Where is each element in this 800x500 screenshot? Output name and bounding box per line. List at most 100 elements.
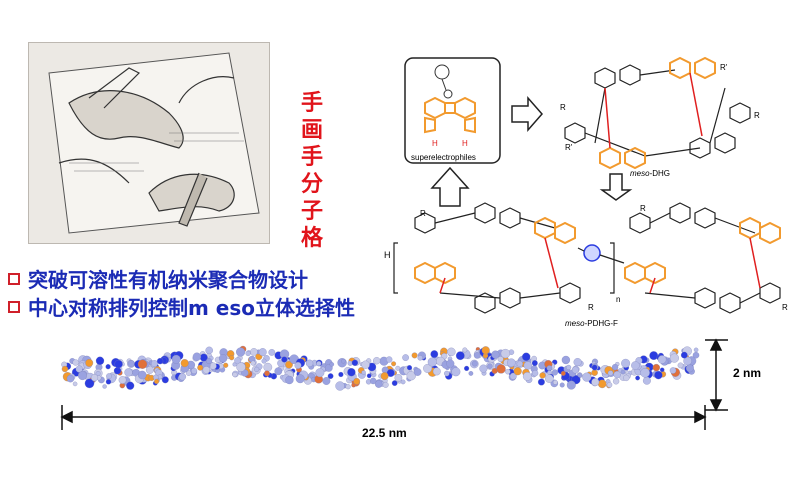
atom-sphere [394,374,403,382]
atom-sphere [497,356,504,363]
atom-sphere [451,367,461,377]
atom-sphere [305,359,314,367]
atom-sphere [561,355,571,365]
atom-sphere [105,364,111,370]
reaction-arrow-right [511,96,543,132]
atom-sphere [171,354,181,364]
atom-sphere [607,370,614,376]
atom-sphere [105,379,112,385]
atom-sphere [351,382,356,388]
atom-sphere [471,360,478,367]
width-label: 22.5 nm [362,426,407,440]
atom-sphere [612,378,620,385]
atom-sphere [631,361,640,370]
reaction-scheme-diagram: H H superelectrophiles [384,56,788,328]
atom-sphere [620,369,626,375]
atom-sphere [423,363,433,373]
atom-sphere [391,361,397,367]
drawing-hands-image [28,42,270,244]
square-bullet-icon [8,272,20,285]
atom-sphere [516,360,523,367]
atom-sphere [85,358,94,367]
atom-sphere [539,372,546,379]
atom-sphere [432,367,441,376]
superelectrophile-box: H H superelectrophiles [404,57,501,164]
atom-sphere [294,361,302,369]
atom-sphere [250,348,258,356]
atom-sphere [621,358,631,368]
atom-sphere [380,372,389,381]
atom-sphere [640,368,650,378]
atom-sphere [560,370,566,376]
atom-sphere [245,350,251,357]
svg-text:H: H [432,139,438,148]
arrowhead-down-icon [709,399,723,412]
atom-sphere [551,369,558,376]
superelectrophiles-label: superelectrophiles [411,153,476,162]
atom-cluster [61,345,700,391]
atom-sphere [479,364,488,373]
atom-sphere [402,354,409,361]
atom-sphere [566,380,576,390]
atom-sphere [430,350,439,358]
atom-sphere [491,350,500,359]
meso-dhg-structure: R' R R R' meso-DHG [560,56,760,178]
atom-sphere [90,374,99,382]
atom-sphere [606,382,613,388]
atom-sphere [345,384,351,390]
atom-sphere [546,365,553,371]
atom-sphere [75,365,83,373]
atom-sphere [84,378,95,389]
atom-sphere [316,361,322,367]
bullet-item-2: 中心对称排列控制m eso立体选择性 [8,292,355,321]
r-label: R [588,303,594,312]
atom-sphere [613,370,621,379]
atom-sphere [413,368,422,376]
atom-sphere [361,360,370,369]
atom-sphere [156,357,164,365]
atom-sphere [254,366,260,372]
atom-sphere [102,384,107,389]
atom-sphere [531,370,539,377]
atom-sphere [268,349,276,356]
atom-sphere [285,360,293,369]
atom-sphere [258,348,267,357]
bullet-text: 突破可溶性有机纳米聚合物设计 [28,268,308,292]
atom-sphere [78,371,87,381]
atom-sphere [329,362,335,367]
bullet-text: 中心对称排列控制m eso立体选择性 [28,296,356,320]
r-label: R [420,209,426,218]
atom-sphere [447,347,456,357]
atom-sphere [151,360,158,367]
atom-sphere [236,362,246,372]
atom-sphere [197,364,204,371]
atom-sphere [347,368,356,377]
atom-sphere [95,356,105,365]
atom-sphere [145,366,154,374]
atom-sphere [137,370,147,380]
atom-sphere [537,378,545,386]
arrowhead-right-icon [694,410,707,424]
atom-sphere [509,372,517,380]
atom-sphere [335,381,345,391]
svg-text:H: H [462,139,468,148]
title-char: 画 [300,118,323,143]
polymer-label: meso-PDHG-F [565,319,618,328]
molecular-model-strip [61,345,700,391]
atom-sphere [500,348,511,359]
atom-sphere [206,358,212,365]
atom-sphere [261,358,267,364]
atom-sphere [680,351,688,359]
bullet-item-1: 突破可溶性有机纳米聚合物设计 [8,264,308,293]
atom-sphere [327,373,334,379]
title-char: 分 [300,172,323,197]
atom-sphere [295,374,305,384]
atom-sphere [692,351,700,359]
atom-sphere [202,366,210,374]
atom-sphere [366,373,372,379]
atom-sphere [180,359,189,368]
atom-sphere [191,367,198,374]
atom-sphere [481,346,490,355]
title-char: 格 [300,226,323,251]
atom-sphere [137,359,148,369]
